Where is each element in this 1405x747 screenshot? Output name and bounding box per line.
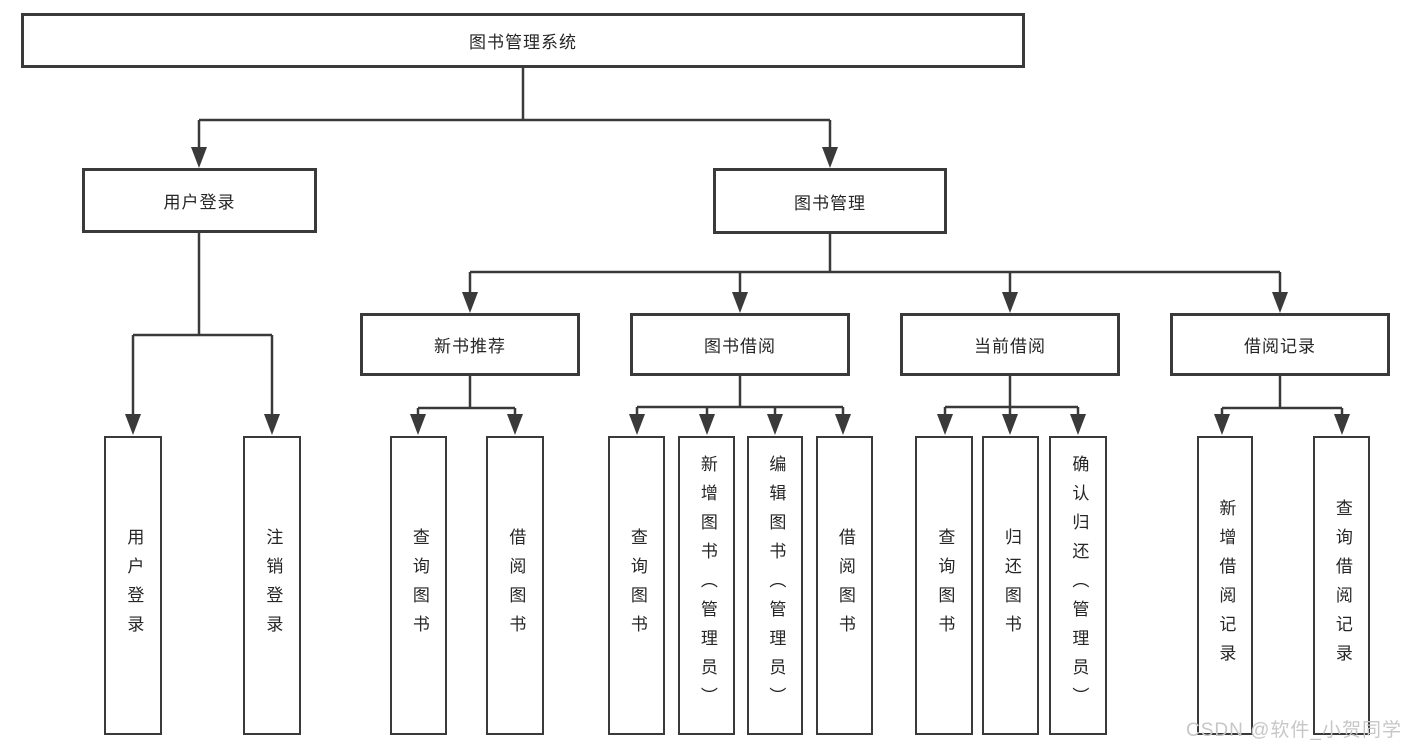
node-label: 用户登录 — [163, 193, 236, 212]
node-label: 查询图书 — [627, 527, 647, 644]
leaf-query-borrow-record: 查询借阅记录 — [1313, 436, 1370, 735]
connector-record-to-leaves — [1220, 376, 1344, 420]
node-label: 新增借阅记录 — [1216, 498, 1236, 673]
node-label: 查询图书 — [409, 527, 429, 644]
leaf-add-books-admin: 新增图书（管理员） — [678, 436, 735, 735]
connector-userlogin-to-leaves — [131, 232, 274, 418]
leaf-query-books-newbook: 查询图书 — [390, 436, 447, 735]
node-label: 归还图书 — [1001, 527, 1021, 644]
leaf-user-login: 用户登录 — [104, 436, 162, 735]
node-label: 查询图书 — [935, 527, 955, 644]
node-new-book-recommend: 新书推荐 — [360, 313, 580, 376]
node-user-login: 用户登录 — [82, 168, 317, 233]
leaf-edit-books-admin: 编辑图书（管理员） — [747, 436, 803, 735]
leaf-add-borrow-record: 新增借阅记录 — [1197, 436, 1253, 735]
node-label: 借阅图书 — [835, 527, 855, 644]
node-label: 用户登录 — [124, 527, 144, 644]
connector-current-to-leaves — [943, 376, 1080, 420]
node-label: 查询借阅记录 — [1332, 498, 1352, 673]
arrowheads — [125, 147, 1350, 435]
connector-bookmgmt-to-level3 — [468, 234, 1282, 296]
connector-newbook-to-leaves — [416, 376, 517, 420]
node-current-borrowing: 当前借阅 — [900, 313, 1120, 376]
node-label: 注销登录 — [263, 527, 283, 644]
node-label: 当前借阅 — [974, 337, 1046, 356]
node-label: 确认归还（管理员） — [1069, 455, 1089, 716]
node-label: 图书管理 — [794, 193, 866, 213]
node-book-borrowing: 图书借阅 — [630, 313, 850, 376]
leaf-confirm-return-admin: 确认归还（管理员） — [1049, 436, 1107, 735]
node-label: 图书管理系统 — [469, 33, 577, 52]
node-label: 新书推荐 — [434, 337, 506, 356]
node-label: 借阅图书 — [506, 527, 526, 644]
leaf-query-books-borrow: 查询图书 — [608, 436, 665, 735]
leaf-query-books-current: 查询图书 — [915, 436, 973, 735]
node-borrowing-records: 借阅记录 — [1170, 313, 1390, 376]
connector-borrow-to-leaves — [635, 376, 845, 420]
node-label: 借阅记录 — [1244, 337, 1316, 356]
leaf-borrow-books: 借阅图书 — [816, 436, 873, 735]
connector-root-to-level2 — [197, 68, 832, 150]
node-label: 编辑图书（管理员） — [766, 455, 786, 716]
node-book-management: 图书管理 — [713, 168, 947, 234]
node-label: 新增图书（管理员） — [697, 455, 717, 716]
node-library-management-system: 图书管理系统 — [21, 13, 1025, 68]
leaf-return-books: 归还图书 — [982, 436, 1039, 735]
leaf-borrow-books-newbook: 借阅图书 — [486, 436, 544, 735]
node-label: 图书借阅 — [704, 337, 776, 356]
leaf-logout: 注销登录 — [243, 436, 301, 735]
